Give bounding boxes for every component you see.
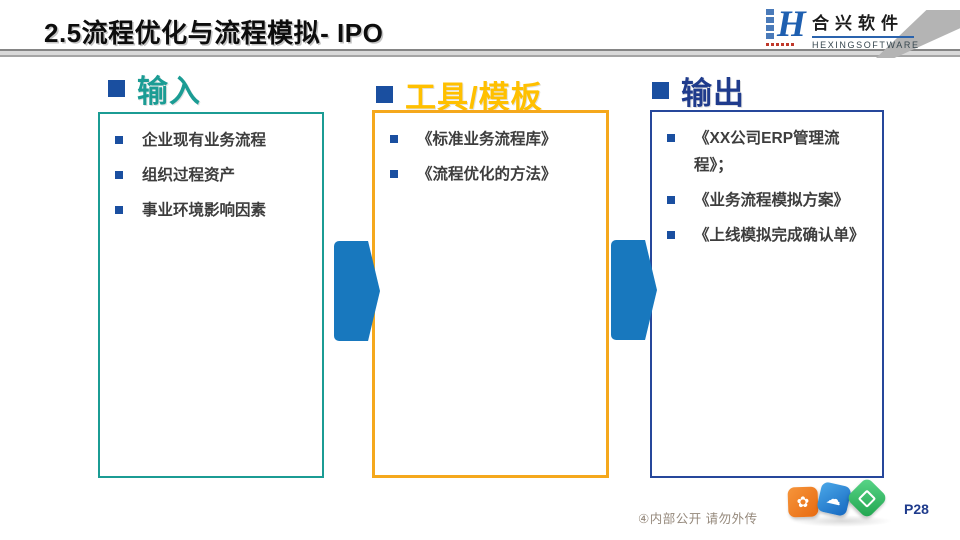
square-bullet-icon [667, 196, 675, 204]
square-bullet-icon [667, 231, 675, 239]
list-item: 《XX公司ERP管理流程》； [667, 125, 882, 179]
list-item-text: 《标准业务流程库》 [417, 131, 557, 148]
logo-company-name-cn: 合兴软件 [812, 14, 904, 33]
company-logo: H 合兴软件 HEXINGSOFTWARE [764, 4, 918, 51]
square-bullet-icon [115, 206, 123, 214]
square-bullet-icon [390, 135, 398, 143]
list-item: 企业现有业务流程 [115, 127, 322, 154]
list-item: 《流程优化的方法》 [390, 161, 606, 188]
cubes-reflection [792, 515, 892, 527]
list-item-text: 事业环境影响因素 [142, 202, 267, 219]
list-item: 组织过程资产 [115, 162, 322, 189]
list-item: 《标准业务流程库》 [390, 126, 606, 153]
list-item-text: 企业现有业务流程 [142, 132, 267, 149]
list-item-text: 组织过程资产 [142, 167, 236, 184]
cloud-cube-icon: ☁ [816, 481, 852, 517]
logo-text: 合兴软件 HEXINGSOFTWARE [812, 9, 920, 50]
logo-seal-column [766, 9, 775, 39]
column-header-input: 输入 [108, 66, 201, 111]
column-header-output: 输出 [652, 68, 745, 113]
logo-underline [812, 36, 914, 38]
input-box: 企业现有业务流程 组织过程资产 事业环境影响因素 [98, 112, 324, 478]
square-cube-icon [845, 476, 889, 520]
page-title: 2.5流程优化与流程模拟- IPO [44, 18, 384, 48]
column-header-label: 输出 [681, 76, 745, 111]
output-box: 《XX公司ERP管理流程》； 《业务流程模拟方案》 《上线模拟完成确认单》 [650, 110, 884, 478]
square-bullet-icon [115, 136, 123, 144]
square-bullet-icon [115, 171, 123, 179]
flower-cube-icon: ✿ [787, 486, 819, 518]
list-item-text: 《XX公司ERP管理流程》； [694, 130, 840, 174]
square-bullet-icon [108, 80, 125, 97]
column-header-label: 工具/模板 [405, 80, 543, 115]
column-header-tools: 工具/模板 [376, 72, 543, 117]
header-divider [0, 49, 960, 57]
square-bullet-icon [667, 134, 675, 142]
square-bullet-icon [652, 82, 669, 99]
list-item: 《上线模拟完成确认单》 [667, 222, 882, 249]
list-item-text: 《上线模拟完成确认单》 [694, 227, 865, 244]
logo-mark-icon: H [764, 4, 808, 47]
list-item: 事业环境影响因素 [115, 197, 322, 224]
page-number: P28 [904, 501, 929, 517]
logo-red-seal [766, 43, 796, 46]
logo-h-letter: H [777, 4, 806, 45]
confidentiality-note: ④内部公开 请勿外传 [638, 512, 758, 526]
list-item-text: 《流程优化的方法》 [417, 166, 557, 183]
square-bullet-icon [390, 170, 398, 178]
tools-box: 《标准业务流程库》 《流程优化的方法》 [372, 110, 609, 478]
logo-company-name-en: HEXINGSOFTWARE [812, 40, 920, 50]
list-item-text: 《业务流程模拟方案》 [694, 192, 850, 209]
column-header-label: 输入 [137, 74, 201, 109]
list-item: 《业务流程模拟方案》 [667, 187, 882, 214]
square-bullet-icon [376, 86, 393, 103]
decorative-cubes: ✿ ☁ [787, 476, 898, 529]
